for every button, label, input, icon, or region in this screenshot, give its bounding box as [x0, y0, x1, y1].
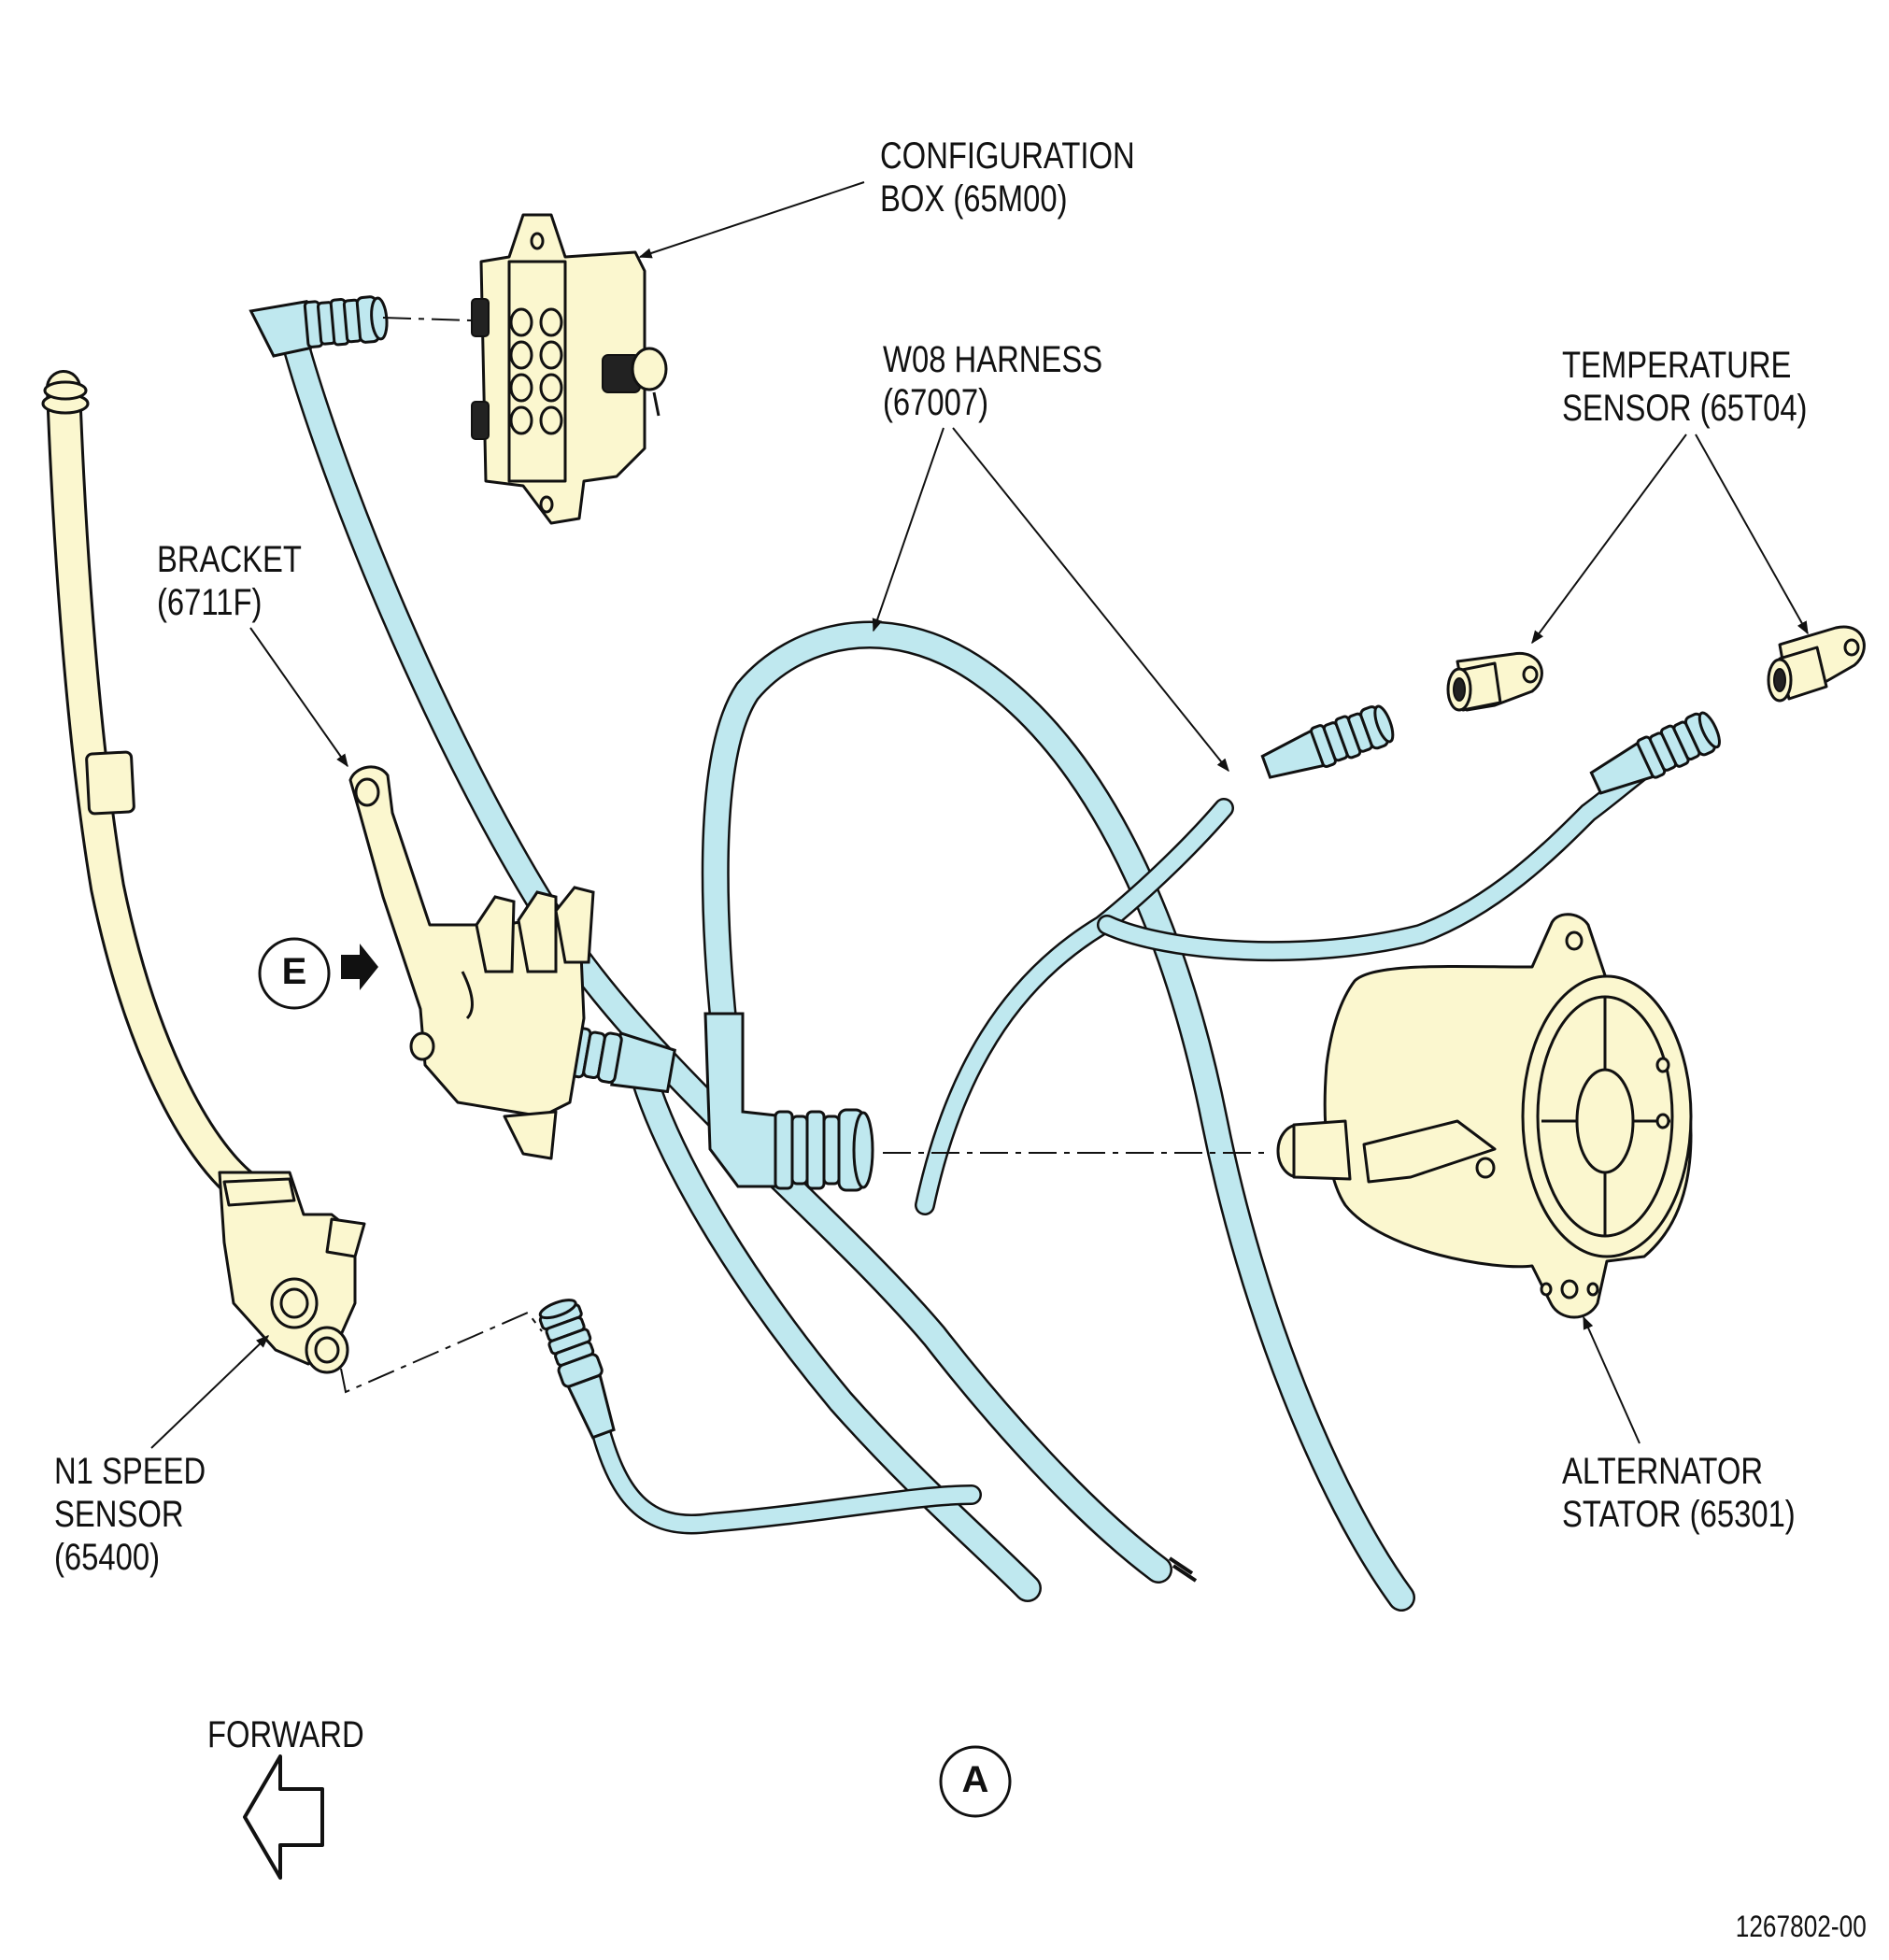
temp-sensor-label: TEMPERATURE SENSOR (65T04) [1562, 345, 1808, 429]
w08-harness-label: W08 HARNESS (67007) [883, 339, 1103, 423]
view-e-marker [258, 937, 378, 1010]
forward-label: FORWARD [207, 1714, 364, 1755]
n1-sensor-label: N1 SPEED SENSOR (65400) [54, 1451, 206, 1578]
temperature-sensor-2 [1767, 625, 1866, 703]
configuration-box [471, 213, 668, 525]
figure-id: 1267802-00 [1735, 1910, 1867, 1943]
view-a-label: A [961, 1759, 989, 1800]
view-e-label: E [281, 951, 307, 992]
config-box-label: CONFIGURATION BOX (65M00) [880, 135, 1135, 220]
view-a-marker [939, 1745, 1012, 1818]
alternator-stator [1276, 913, 1693, 1319]
alignment-lines [340, 317, 1271, 1394]
forward-arrow-icon [243, 1754, 324, 1880]
temperature-sensor-1 [1446, 652, 1543, 712]
w08-harness-cables [276, 308, 1673, 1612]
alternator-label: ALTERNATOR STATOR (65301) [1562, 1451, 1796, 1535]
bracket [348, 765, 595, 1160]
bracket-label: BRACKET (6711F) [157, 539, 302, 623]
n1-speed-sensor [41, 370, 366, 1374]
leader-lines [150, 181, 1809, 1449]
